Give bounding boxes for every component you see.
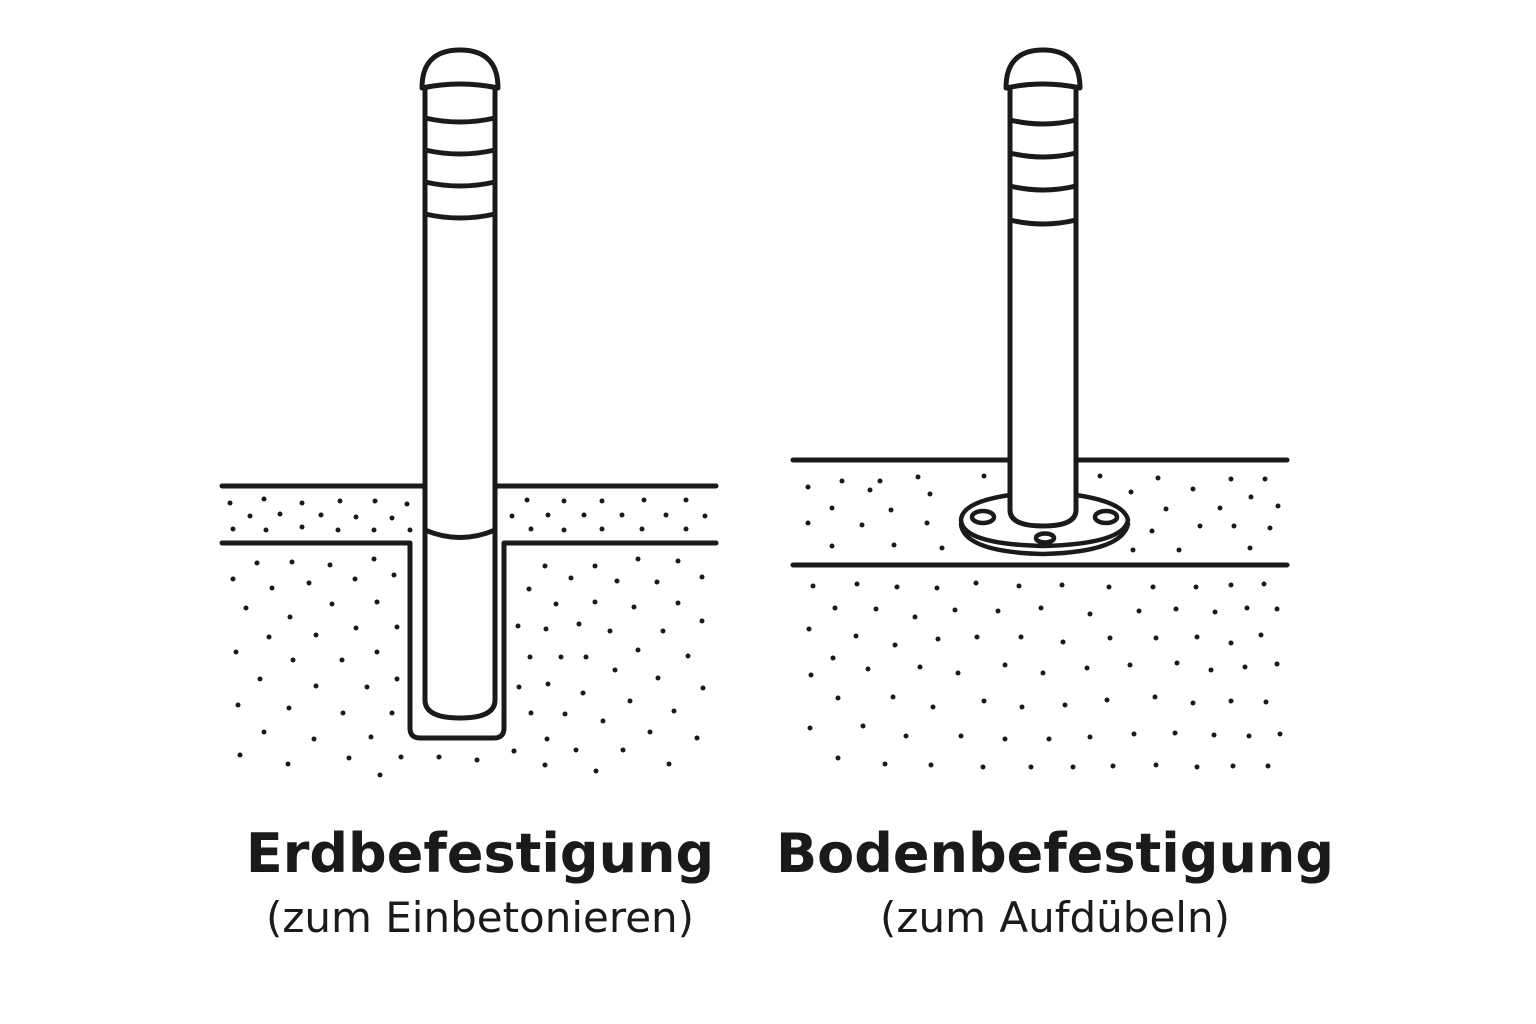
right-bollard [1003, 47, 1083, 529]
panel-right-caption: Bodenbefestigung (zum Aufdübeln) [755, 822, 1355, 942]
bolt-hole-icon [969, 508, 997, 526]
panel-right-title: Bodenbefestigung [775, 822, 1335, 885]
bolt-hole-icon [1033, 531, 1057, 545]
panel-right-subtitle: (zum Aufdübeln) [880, 893, 1230, 942]
left-ground-section [219, 483, 719, 741]
base-plate [958, 492, 1131, 557]
left-bollard [419, 47, 501, 721]
bolt-hole-icon [1092, 508, 1120, 526]
panel-left-title: Erdbefestigung [245, 822, 715, 885]
panel-left-subtitle: (zum Einbetonieren) [265, 893, 695, 942]
soil-dots [227, 473, 1283, 778]
right-ground-section [790, 457, 1290, 568]
panel-left-caption: Erdbefestigung (zum Einbetonieren) [180, 822, 780, 942]
